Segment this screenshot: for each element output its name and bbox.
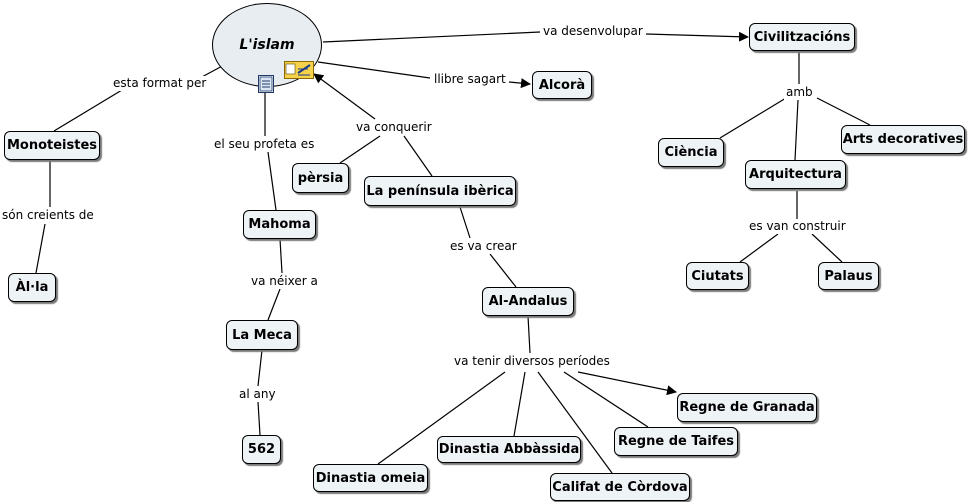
node-al-andalus-label: Al-Andalus [488,294,568,309]
node-562-label: 562 [247,442,276,457]
node-palaus-label: Palaus [824,268,873,284]
node-alla[interactable]: Àl·la [8,273,56,302]
node-arts-decoratives-label: Arts decoratives [842,132,964,147]
node-dinastia-omeia[interactable]: Dinastia omeia [313,464,428,492]
node-dinastia-abbassida-label: Dinastia Abbàssida [438,442,580,457]
node-alcora[interactable]: Alcorà [532,71,592,99]
link-es-van-construir[interactable]: es van construir [747,219,848,234]
node-la-meca[interactable]: La Meca [226,320,298,350]
node-arquitectura-label: Arquitectura [749,167,842,182]
line-al-any-562 [257,401,261,436]
link-llibre-sagrat[interactable]: llibre sagart [432,72,508,87]
node-dinastia-omeia-label: Dinastia omeia [315,470,426,486]
node-dinastia-abbassida[interactable]: Dinastia Abbàssida [437,436,581,463]
line-son-creients-alla [35,223,46,274]
line-periodes-granada [577,371,677,396]
node-califat-cordova[interactable]: Califat de Còrdova [550,473,690,501]
line-profeta-mahoma [267,151,277,211]
document-icon[interactable] [258,75,274,93]
link-esta-format-per[interactable]: esta format per [111,76,209,91]
resource-card-icon[interactable] [284,61,314,79]
line-al-andalus-periodes [527,315,531,354]
node-monoteistes-label: Monoteistes [6,138,98,153]
line-mahoma-neixer [279,238,283,274]
line-amb-ciencia [719,97,787,139]
line-va-conquerir-root [313,73,376,120]
link-son-creients-de[interactable]: són creients de [0,208,96,223]
node-alcora-label: Alcorà [538,77,586,93]
node-civilitzacions[interactable]: Civilitzacións [749,23,855,51]
line-amb-arts [816,97,871,126]
link-al-any[interactable]: al any [237,387,278,402]
node-regne-granada[interactable]: Regne de Granada [677,393,817,422]
node-arts-decoratives[interactable]: Arts decoratives [841,125,965,154]
link-va-tenir-diversos-periodes[interactable]: va tenir diversos períodes [452,354,612,369]
line-peninsula-es-va-crear [459,206,471,239]
line-es-va-crear-al-andalus [489,253,517,288]
line-va-desenvolupar-civilitzacions [645,31,749,42]
link-amb[interactable]: amb [784,85,815,100]
line-construir-ciutats [739,233,779,263]
node-civilitzacions-label: Civilitzacións [753,29,851,45]
link-va-conquerir[interactable]: va conquerir [354,120,434,135]
node-monoteistes[interactable]: Monoteistes [4,131,100,160]
line-va-conquerir-persia [339,135,381,164]
node-persia-label: pèrsia [297,170,344,186]
line-root-va-desenvolupar [322,31,541,43]
line-periodes-omeia [377,371,506,465]
node-ciutats-label: Ciutats [691,268,744,284]
link-va-neixer-a[interactable]: va néixer a [249,274,320,289]
node-mahoma-label: Mahoma [248,217,311,232]
line-esta-format-per-monoteistes [53,89,123,132]
line-periodes-taifes [563,371,649,428]
line-neixer-la-meca [267,288,281,321]
node-la-meca-label: La Meca [232,327,292,343]
line-periodes-cordova [537,371,613,474]
link-va-desenvolupar[interactable]: va desenvolupar [541,24,645,39]
node-persia[interactable]: pèrsia [292,163,349,193]
line-va-conquerir-peninsula [403,135,433,177]
root-concept-label: L'islam [239,37,295,53]
node-regne-taifes-label: Regne de Taifes [617,434,734,449]
link-el-seu-profeta-es[interactable]: el seu profeta es [212,137,317,152]
node-peninsula-iberica[interactable]: La península ibèrica [364,176,516,206]
node-palaus[interactable]: Palaus [818,262,879,290]
node-ciencia[interactable]: Ciència [658,138,724,167]
line-llibre-sagrat-alcora [508,78,531,89]
node-regne-taifes[interactable]: Regne de Taifes [614,427,738,456]
node-ciutats[interactable]: Ciutats [686,262,749,290]
node-alla-label: Àl·la [15,280,49,295]
node-al-andalus[interactable]: Al-Andalus [482,287,574,316]
link-es-va-crear[interactable]: es va crear [448,239,519,254]
node-peninsula-iberica-label: La península ibèrica [366,183,514,199]
line-periodes-abbassida [513,371,526,437]
node-arquitectura[interactable]: Arquitectura [745,160,846,189]
node-562[interactable]: 562 [242,435,281,464]
node-regne-granada-label: Regne de Granada [679,400,815,415]
line-construir-palaus [811,233,843,263]
line-amb-arquitectura [794,99,799,161]
line-root-llibre-sagrat [317,61,431,79]
node-mahoma[interactable]: Mahoma [243,210,316,239]
node-califat-cordova-label: Califat de Còrdova [552,479,688,495]
node-ciencia-label: Ciència [664,145,718,160]
line-la-meca-al-any [257,349,263,387]
